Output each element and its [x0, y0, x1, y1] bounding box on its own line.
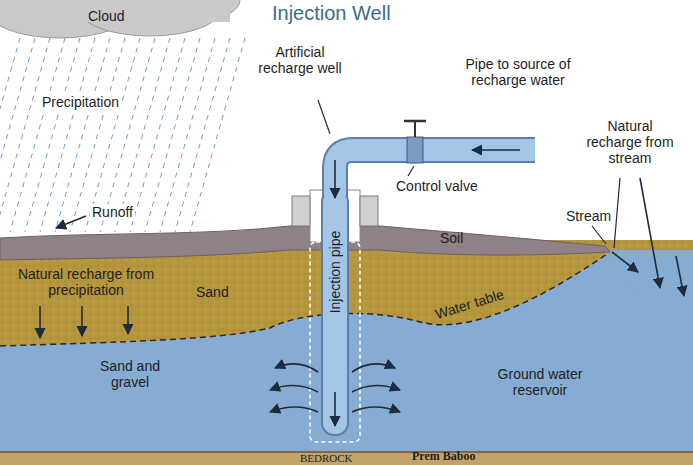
soil-label: Soil — [440, 230, 480, 246]
cloud — [0, 0, 240, 38]
flow-arrows — [352, 385, 400, 392]
reservoir-label: Ground water reservoir — [490, 366, 590, 398]
runoff-label: Runoff — [90, 204, 135, 220]
rain-streak — [10, 38, 65, 232]
groundwater-reservoir — [0, 252, 610, 346]
flow-arrows — [640, 178, 660, 288]
flow-arrows — [270, 385, 318, 392]
well-casing — [292, 196, 310, 226]
control-valve — [404, 120, 426, 123]
pipe-name-label: Injection pipe — [327, 231, 343, 314]
well-casing — [360, 196, 378, 226]
flow-arrows — [334, 392, 336, 426]
flow-arrows — [352, 364, 395, 372]
author-label: Prem Baboo — [412, 450, 522, 464]
rain-streak — [130, 38, 185, 232]
stream-water — [603, 250, 693, 300]
rain-streak — [190, 38, 245, 232]
injection-pipe — [335, 150, 535, 200]
flow-arrows — [39, 306, 41, 338]
flow-arrows — [270, 407, 318, 412]
rain-streak — [0, 38, 50, 232]
control-valve — [404, 121, 426, 163]
flow-arrows — [676, 256, 684, 296]
stream-label: Stream — [566, 208, 626, 224]
rain-streak — [40, 38, 95, 232]
flow-arrows — [56, 216, 86, 228]
well-label: Artificial recharge well — [255, 44, 345, 76]
control-valve — [407, 137, 423, 163]
sand-label: Sand — [196, 284, 246, 300]
well-casing — [292, 190, 378, 442]
rain-streak — [55, 38, 110, 232]
leader-lines — [318, 100, 620, 248]
rain-streak — [100, 38, 155, 232]
injection-pipe — [322, 190, 348, 435]
leader-lines — [614, 178, 620, 248]
stream-recharge-label: Natural recharge from stream — [580, 118, 680, 166]
injection-pipe — [335, 150, 535, 200]
rain-streaks — [0, 38, 245, 232]
flow-arrows — [40, 150, 684, 426]
rain-streak — [115, 38, 170, 232]
control-valve — [414, 121, 416, 137]
pipe-label: Pipe to source of recharge water — [437, 56, 599, 88]
rain-streak — [0, 38, 35, 232]
flow-arrows — [334, 160, 336, 198]
stream-water — [603, 250, 693, 300]
flow-arrows — [352, 407, 400, 412]
diagram-title: Injection Well — [272, 2, 391, 25]
rain-streak — [70, 38, 125, 232]
flow-arrows — [472, 149, 520, 151]
rain-streak — [160, 38, 215, 232]
leader-lines — [318, 100, 330, 134]
rain-streak — [25, 38, 80, 232]
flow-arrows — [612, 252, 638, 272]
precipitation-label: Precipitation — [40, 94, 121, 110]
precip-recharge-label: Natural recharge from precipitation — [6, 266, 166, 298]
rain-streak — [175, 38, 230, 232]
cloud-label: Cloud — [88, 8, 148, 24]
flow-arrows — [275, 364, 318, 372]
bedrock — [0, 452, 693, 465]
flow-arrows — [127, 306, 129, 334]
soil-layer — [0, 226, 610, 260]
injection-pipe — [322, 150, 535, 435]
sand-gravel-label: Sand and gravel — [95, 358, 165, 390]
flow-arrows — [81, 306, 83, 336]
rain-streak — [85, 38, 140, 232]
bedrock — [0, 452, 693, 465]
bedrock-label: BEDROCK — [300, 452, 380, 465]
valve-label: Control valve — [396, 178, 496, 194]
rain-streak — [145, 38, 200, 232]
leader-lines — [408, 166, 414, 176]
leader-lines — [592, 226, 606, 244]
soil-layer — [0, 226, 610, 260]
